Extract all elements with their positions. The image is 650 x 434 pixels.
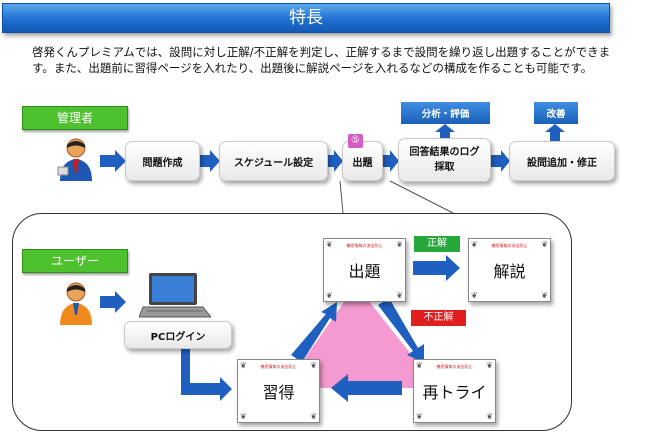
arrow-elbow-icon: [181, 345, 232, 401]
pc-login-box: PCログイン: [124, 321, 232, 349]
card-retry-label: 再トライ: [422, 383, 487, 402]
person-icon: [56, 281, 96, 325]
step-schedule: スケジュール設定: [219, 141, 328, 181]
card-stamp-text: 機密情報の流出防止: [346, 243, 383, 248]
user-tag: ユーザー: [22, 249, 128, 273]
card-learning-label: 習得: [262, 383, 295, 402]
arrow-diag-icon: [378, 298, 424, 363]
card-question-label: 出題: [348, 262, 381, 281]
card-question: 機密情報の流出防止 ❦❦ ❦❦ 出題: [323, 238, 406, 302]
incorrect-label: 不正解: [411, 310, 466, 326]
step-log-collection: 回答結果のログ採取: [398, 138, 491, 182]
arrow-right-icon: [413, 255, 460, 281]
improve-box: 改善: [534, 102, 578, 124]
cycle-triangle: [284, 285, 438, 388]
arrow-up-icon: [545, 124, 565, 142]
card-retry: 機密情報の流出防止 ❦❦ ❦❦ 再トライ: [413, 359, 496, 423]
step-badge: ⑤: [348, 134, 363, 148]
arrow-diag-icon: [291, 302, 337, 362]
arrow-right-icon: [491, 150, 510, 172]
card-learning: 機密情報の流出防止 ❦❦ ❦❦ 習得: [237, 359, 320, 423]
arrow-right-icon: [100, 150, 126, 172]
correct-label: 正解: [414, 236, 460, 252]
card-stamp-text: 機密情報の流出防止: [436, 364, 473, 369]
arrow-up-icon: [435, 124, 455, 142]
person-icon: [56, 137, 96, 181]
step-create-question: 問題作成: [125, 141, 200, 181]
card-stamp-text: 機密情報の流出防止: [260, 364, 297, 369]
step-add-modify: 設問追加・修正: [509, 141, 615, 181]
card-explanation: 機密情報の流出防止 ❦❦ ❦❦ 解説: [468, 238, 551, 302]
description-text: 啓発くんプレミアムでは、設問に対し正解/不正解を判定し、正解するまで設問を繰り返…: [32, 45, 611, 75]
arrow-right-icon: [326, 150, 343, 172]
card-explanation-label: 解説: [493, 262, 526, 281]
card-stamp-text: 機密情報の流出防止: [491, 243, 528, 248]
admin-tag: 管理者: [22, 106, 128, 130]
arrow-right-icon: [198, 150, 220, 172]
page-title: 特長: [2, 3, 610, 33]
arrow-right-icon: [381, 150, 399, 172]
arrow-left-icon: [331, 374, 402, 402]
laptop-icon: [138, 271, 213, 321]
arrow-right-icon: [100, 291, 126, 313]
analysis-box: 分析・評価: [401, 102, 490, 124]
